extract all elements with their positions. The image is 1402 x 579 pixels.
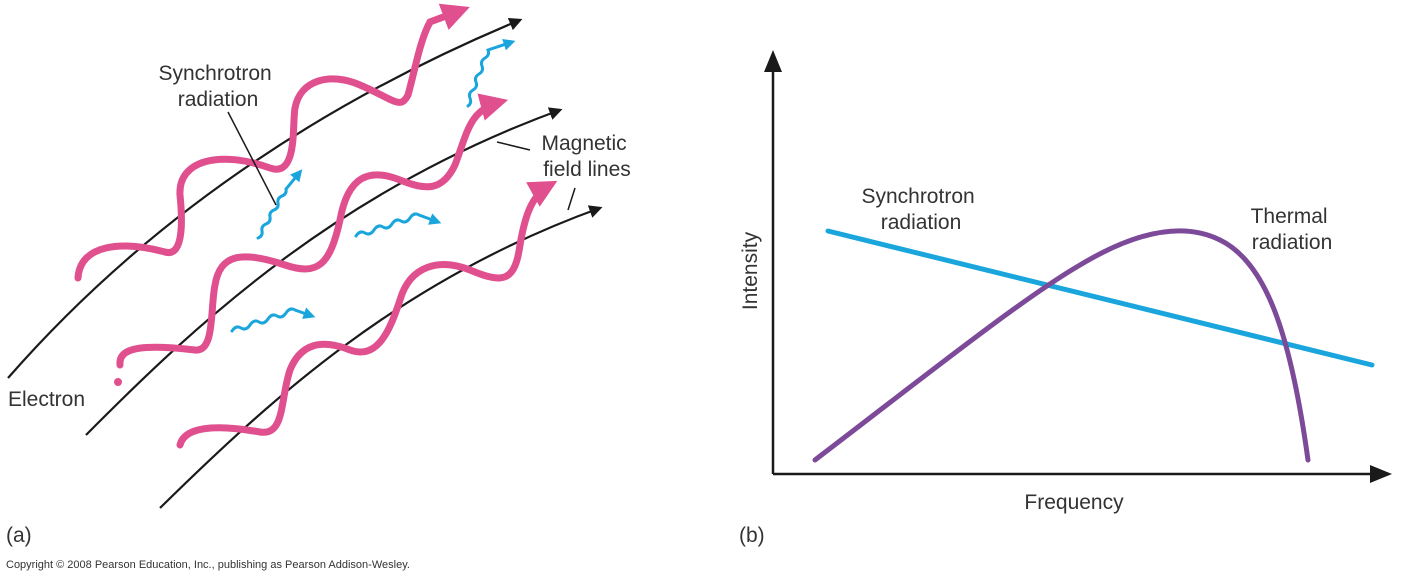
synchrotron-label-b-line1: Synchrotron: [861, 185, 974, 208]
photon-4: [230, 307, 316, 333]
copyright-text: Copyright © 2008 Pearson Education, Inc.…: [6, 559, 410, 571]
ylabel: Intensity: [739, 231, 762, 310]
synchrotron-curve: [825, 228, 1375, 368]
field-line-2: [85, 107, 563, 436]
thermal-curve: [812, 228, 1311, 463]
synchrotron-leader: [227, 111, 277, 206]
magnetic-label-line2: field lines: [543, 158, 631, 181]
magnetic-leader-2: [567, 187, 576, 211]
leader-lines: [227, 111, 576, 211]
magnetic-label-line1: Magnetic: [541, 132, 626, 155]
y-axis-arrowhead: [764, 50, 782, 72]
xlabel: Frequency: [1024, 491, 1124, 514]
electron-helices: [74, 3, 558, 449]
x-axis-arrowhead: [1370, 465, 1392, 483]
synchrotron-label-b: Synchrotron radiation: [861, 185, 980, 234]
synchrotron-label-a-line2: radiation: [178, 88, 259, 111]
panel-a: Synchrotron radiation Magnetic field lin…: [6, 3, 632, 547]
electron-dot: [114, 378, 122, 386]
helix-3: [176, 180, 558, 449]
panel-a-label: (a): [6, 524, 32, 547]
synchrotron-label-b-line2: radiation: [881, 211, 962, 234]
helix-2: [116, 93, 509, 369]
photon-1: [466, 38, 516, 108]
thermal-label-line1: Thermal: [1251, 205, 1328, 228]
photon-3: [354, 212, 442, 238]
photons: [230, 38, 516, 333]
synchrotron-label-a-line1: Synchrotron: [158, 62, 271, 85]
magnetic-label: Magnetic field lines: [541, 132, 632, 181]
electron-label: Electron: [8, 388, 85, 411]
photon-2: [256, 169, 303, 240]
field-line-1: [7, 17, 523, 379]
thermal-label: Thermal radiation: [1251, 205, 1334, 254]
magnetic-leader-1: [496, 141, 531, 151]
panel-b: Intensity Frequency Synchrotron radiatio…: [739, 50, 1392, 547]
thermal-label-line2: radiation: [1252, 231, 1333, 254]
field-line-3: [159, 205, 603, 509]
panel-b-label: (b): [739, 524, 765, 547]
axes: [764, 50, 1392, 483]
helix-1: [74, 3, 470, 282]
synchrotron-label-a: Synchrotron radiation: [158, 62, 277, 111]
